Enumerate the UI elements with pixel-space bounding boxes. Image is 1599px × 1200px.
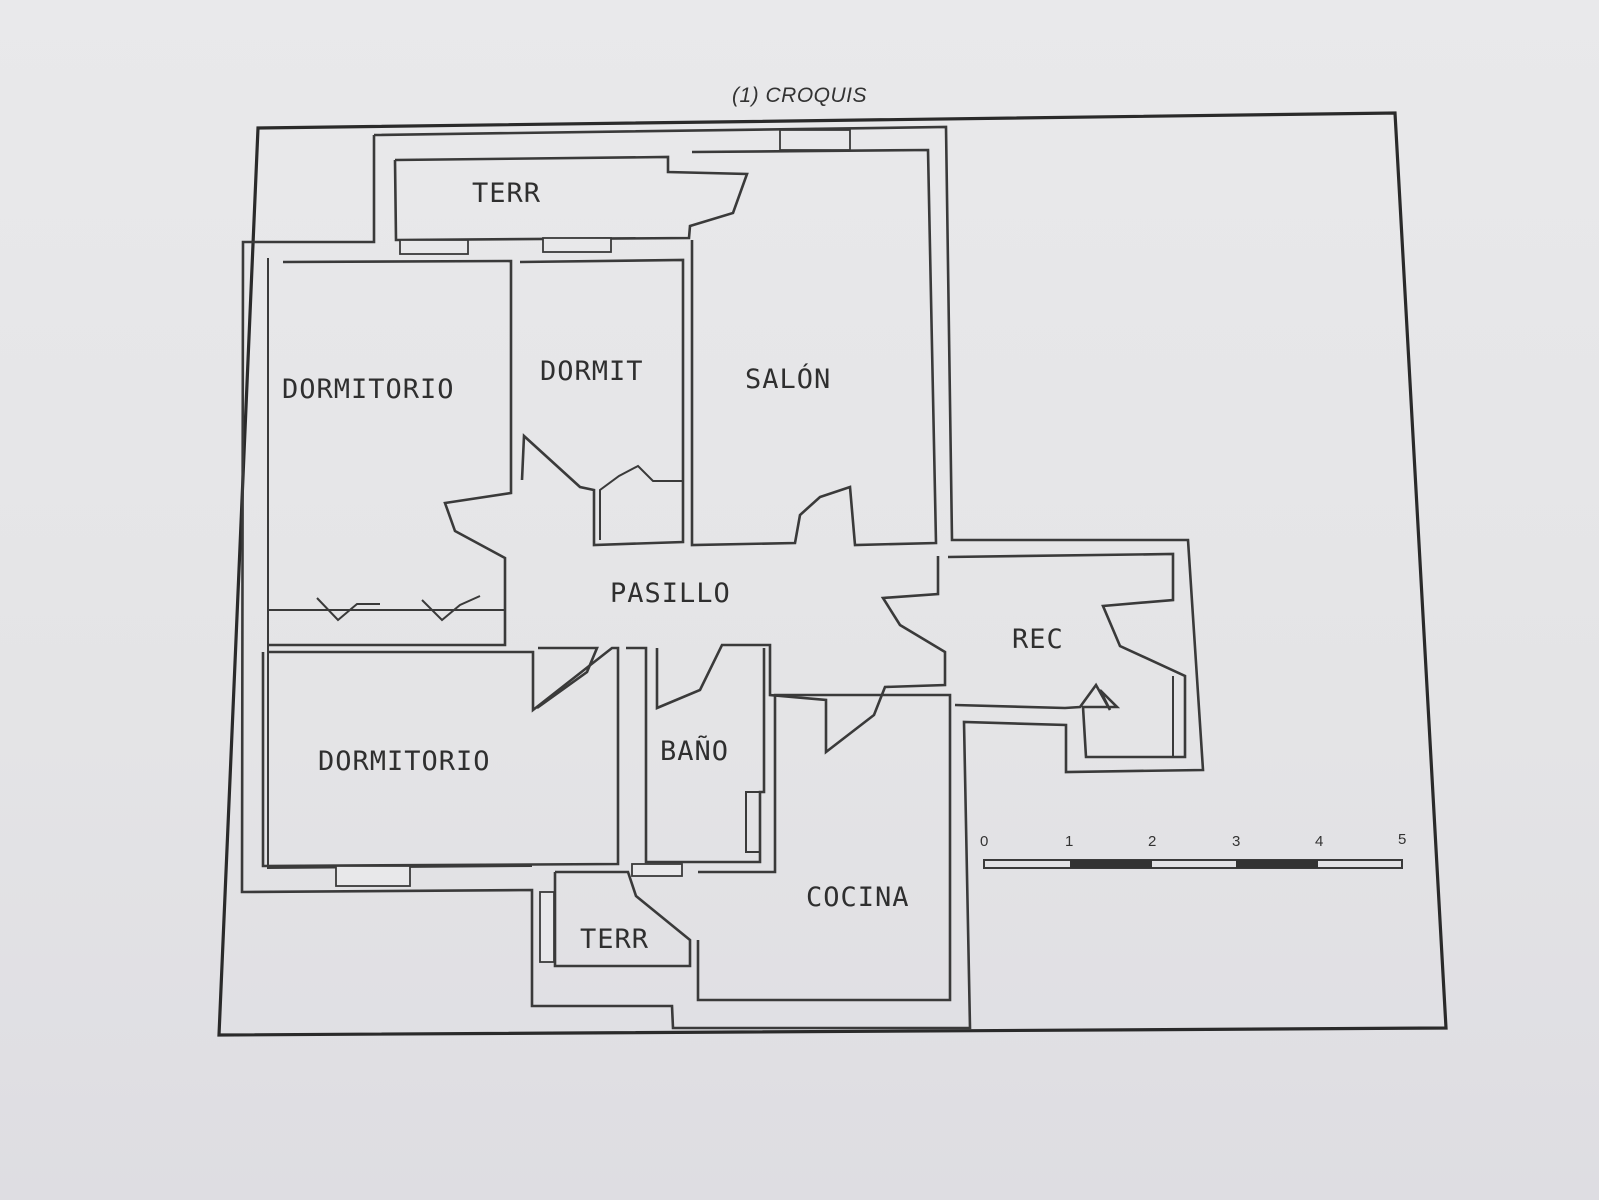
dormitorio-2-walls: [261, 646, 620, 868]
scale-bar: [983, 859, 1403, 869]
dormit-closet: [599, 464, 683, 540]
terr-bottom-walls: [553, 870, 692, 968]
outline-inner: [267, 258, 533, 870]
scale-segment: [1070, 860, 1152, 868]
plan-title: (1) CROQUIS: [731, 84, 867, 107]
pasillo-walls: [536, 646, 599, 710]
outer-frame: [217, 111, 1448, 1037]
scale-tick: 5: [1398, 831, 1406, 848]
window-dormitorio-2: [335, 865, 411, 887]
room-label-cocina: COCINA: [806, 882, 910, 913]
pasillo-right: [655, 556, 947, 755]
building-outline: [240, 125, 1205, 1030]
window-terr-left: [399, 239, 469, 255]
cocina-walls: [696, 693, 952, 1002]
window-bano: [631, 863, 683, 877]
bano-bath: [745, 791, 761, 853]
room-label-dormitorio-1: DORMITORIO: [282, 374, 455, 405]
terr-top-walls: [393, 155, 749, 242]
room-label-rec: REC: [1012, 624, 1064, 655]
bano-walls: [626, 646, 766, 864]
salon-walls: [690, 148, 938, 547]
wardrobe-door-1: [316, 597, 380, 622]
room-label-dormitorio-2: DORMITORIO: [318, 746, 491, 777]
room-label-terr-bottom: TERR: [580, 924, 649, 955]
scale-tick: 4: [1315, 833, 1323, 850]
window-terr-bottom: [539, 891, 555, 963]
dormit-walls: [519, 258, 685, 547]
window-terr-right: [542, 237, 612, 253]
scale-tick: 2: [1148, 833, 1156, 850]
room-label-bano: BAÑO: [660, 735, 729, 767]
scale-tick: 1: [1065, 833, 1073, 850]
room-label-pasillo: PASILLO: [610, 578, 731, 609]
rec-walls: [947, 552, 1187, 759]
room-label-dormit: DORMIT: [540, 356, 644, 387]
scale-tick: 3: [1232, 833, 1240, 850]
room-label-terr-top: TERR: [472, 178, 541, 209]
wardrobe-door-2: [421, 595, 481, 622]
scale-tick: 0: [980, 833, 988, 850]
window-salon-top: [779, 129, 851, 151]
room-label-salon: SALÓN: [745, 363, 831, 395]
scale-segment: [1236, 860, 1318, 868]
dormitorio-1-walls: [268, 259, 513, 647]
